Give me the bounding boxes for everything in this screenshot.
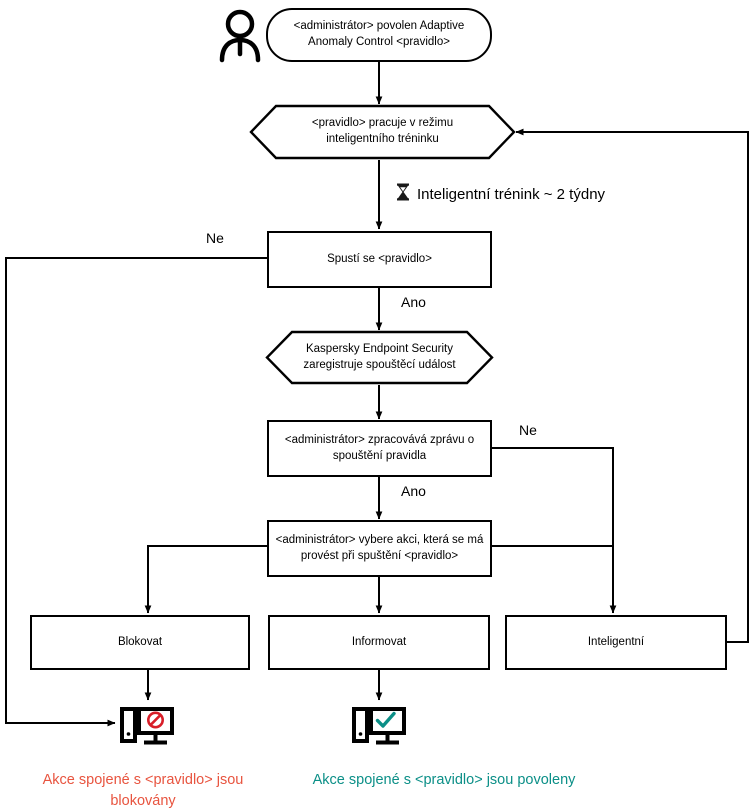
node-admin-processes[interactable]: <administrátor> zpracovává zprávu o spou…: [267, 420, 492, 477]
node-action-smart-label: Inteligentní: [587, 635, 645, 648]
caption-blocked: Akce spojené s <pravidlo> jsou blokovány: [42, 772, 244, 810]
node-rule-triggers-label: Spustí se <pravidlo>: [327, 252, 432, 265]
node-action-inform-label: Informovat: [351, 635, 407, 648]
node-smart-training-mode-label: <pravidlo> pracuje v režimu inteligentní…: [311, 117, 454, 145]
edge-label-process-no: Ne: [519, 422, 537, 438]
node-admin-processes-label: <administrátor> zpracovává zprávu o spou…: [284, 433, 475, 462]
node-rule-triggers[interactable]: Spustí se <pravidlo>: [267, 231, 492, 288]
node-admin-selects[interactable]: <administrátor> vybere akci, která se má…: [267, 520, 492, 577]
node-kes-registers-label: Kaspersky Endpoint Security zaregistruje…: [303, 342, 456, 371]
edge-label-process-yes: Ano: [401, 483, 426, 499]
edge-trigger-no-to-blocked: [5, 257, 267, 727]
edge-select-to-block: [144, 545, 267, 614]
caption-allowed: Akce spojené s <pravidlo> jsou povoleny: [312, 772, 576, 788]
node-action-block[interactable]: Blokovat: [30, 615, 250, 670]
node-action-smart[interactable]: Inteligentní: [505, 615, 727, 670]
node-action-block-label: Blokovat: [117, 635, 163, 648]
training-duration-label: Inteligentní trénink ~ 2 týdny: [396, 183, 605, 205]
person-icon: [210, 8, 270, 63]
edge-label-trigger-yes: Ano: [401, 294, 426, 310]
node-action-inform[interactable]: Informovat: [268, 615, 490, 670]
node-start[interactable]: <administrátor> povolen Adaptive Anomaly…: [266, 8, 492, 62]
node-admin-selects-label: <administrátor> vybere akci, která se má…: [275, 533, 484, 562]
edge-smart-loop-back: [515, 128, 749, 643]
edge-label-trigger-no: Ne: [206, 230, 224, 246]
computer-allowed-icon: [352, 705, 408, 749]
node-start-label: <administrátor> povolen Adaptive Anomaly…: [293, 20, 465, 48]
computer-blocked-icon: [120, 705, 176, 749]
edge-select-to-smart: [492, 545, 617, 614]
hourglass-icon: [396, 183, 410, 205]
edge-process-no: [492, 447, 614, 546]
node-kes-registers[interactable]: Kaspersky Endpoint Security zaregistruje…: [265, 330, 494, 385]
node-smart-training-mode[interactable]: <pravidlo> pracuje v režimu inteligentní…: [249, 104, 516, 160]
training-duration-text: Inteligentní trénink ~ 2 týdny: [417, 185, 606, 203]
